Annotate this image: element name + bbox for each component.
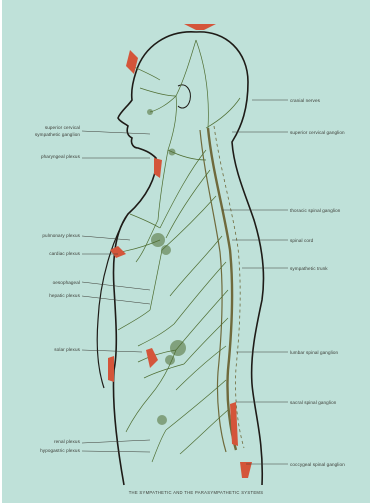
figure-caption: THE SYMPATHETIC AND THE PARASYMPATHETIC … [129, 490, 264, 495]
label-sacral-spinal-ganglion: sacral spinal ganglion [290, 400, 337, 405]
label-hypogastric-plexus: hypogastric plexus [40, 448, 80, 453]
label-sympathetic-trunk: sympathetic trunk [290, 266, 328, 271]
label-pharyngeal-plexus: pharyngeal plexus [41, 154, 81, 159]
label-lumbar-spinal-ganglion: lumbar spinal ganglion [290, 350, 339, 355]
label-thoracic-spinal-ganglion: thoracic spinal ganglion [290, 208, 341, 213]
label-pulmonary-plexus: pulmonary plexus [42, 233, 80, 238]
label-solar-plexus: solar plexus [54, 347, 80, 352]
label-superior-cervical: superior cervical [45, 125, 80, 130]
label-spinal-cord: spinal cord [290, 238, 314, 243]
label-hepatic-plexus: hepatic plexus [49, 293, 80, 298]
label-cardiac-plexus: cardiac plexus [49, 251, 80, 256]
label-renal-plexus: renal plexus [54, 439, 81, 444]
side-marker [108, 356, 114, 382]
label-oesophageal: oesophageal [53, 280, 80, 285]
label-superior-cervical-ganglion: superior cervical ganglion [290, 130, 345, 135]
label-coccygeal-spinal-ganglion: coccygeal spinal ganglion [290, 462, 345, 467]
label-sympathetic-ganglion: sympathetic ganglion [35, 132, 81, 137]
label-cranial-nerves: cranial nerves [290, 98, 321, 103]
